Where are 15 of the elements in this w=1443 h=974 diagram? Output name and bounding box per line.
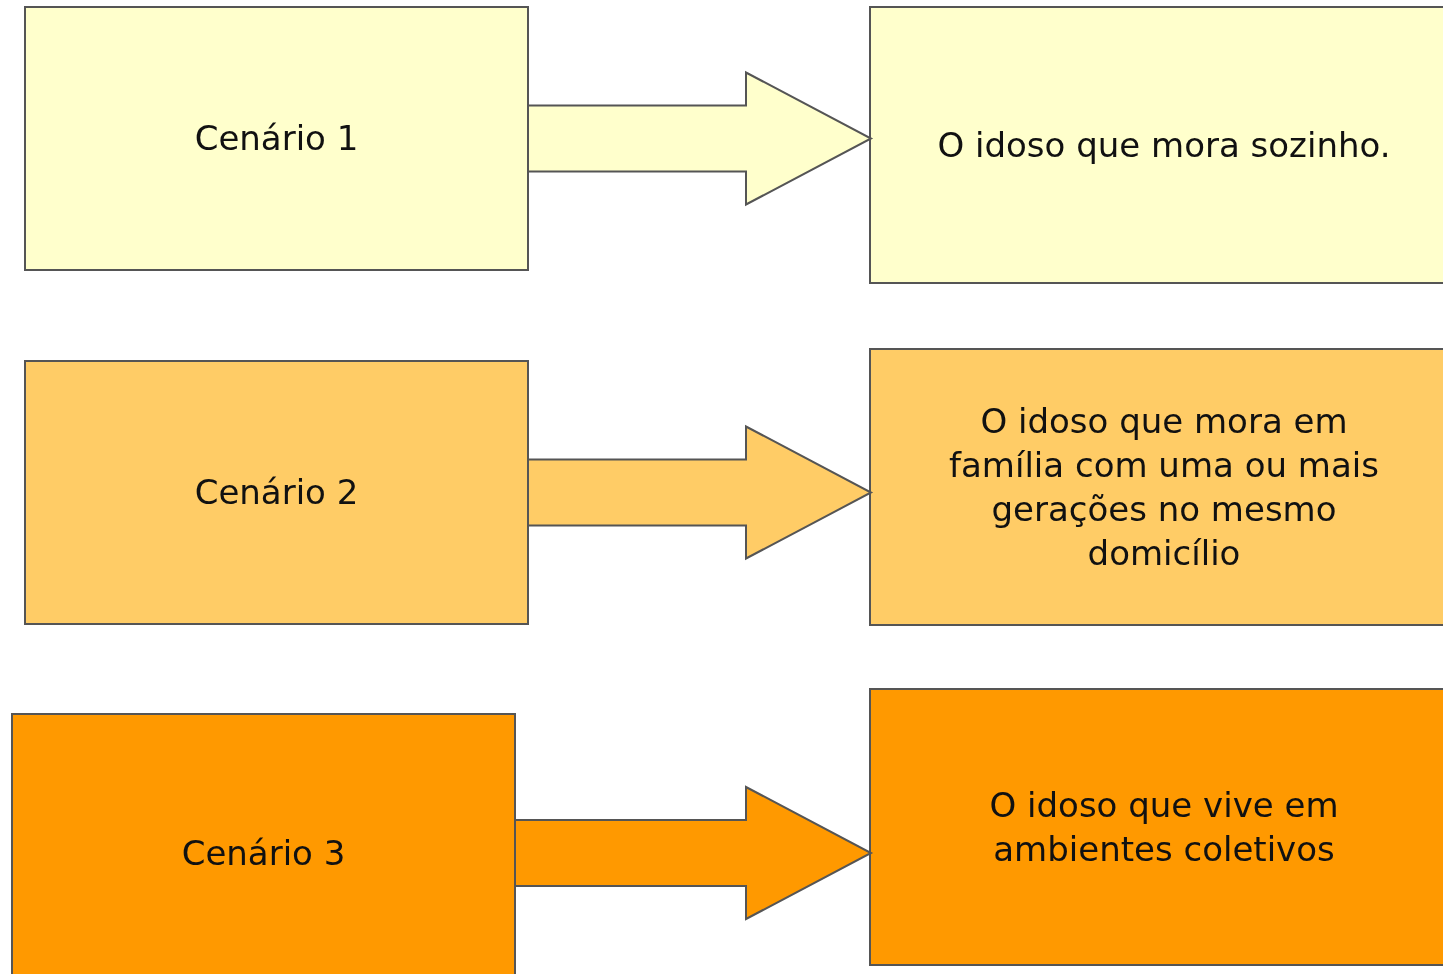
process-box	[869, 6, 1443, 284]
box-text: Cenário 2	[194, 471, 359, 515]
process-box	[24, 6, 529, 271]
process-box	[24, 360, 529, 625]
block-arrow	[527, 424, 874, 561]
process-box	[869, 348, 1443, 626]
block-arrow	[527, 70, 874, 207]
box-text: O idoso que vive em ambientes coletivos	[988, 783, 1340, 871]
box-text: O idoso que mora sozinho.	[937, 123, 1391, 167]
process-box	[869, 688, 1443, 966]
block-arrow	[514, 785, 874, 921]
box-text: Cenário 3	[181, 831, 346, 875]
box-text: Cenário 1	[194, 117, 359, 161]
box-text: O idoso que mora em família com uma ou mais gerações no mesmo domicílio	[948, 399, 1380, 576]
process-box	[11, 713, 516, 974]
